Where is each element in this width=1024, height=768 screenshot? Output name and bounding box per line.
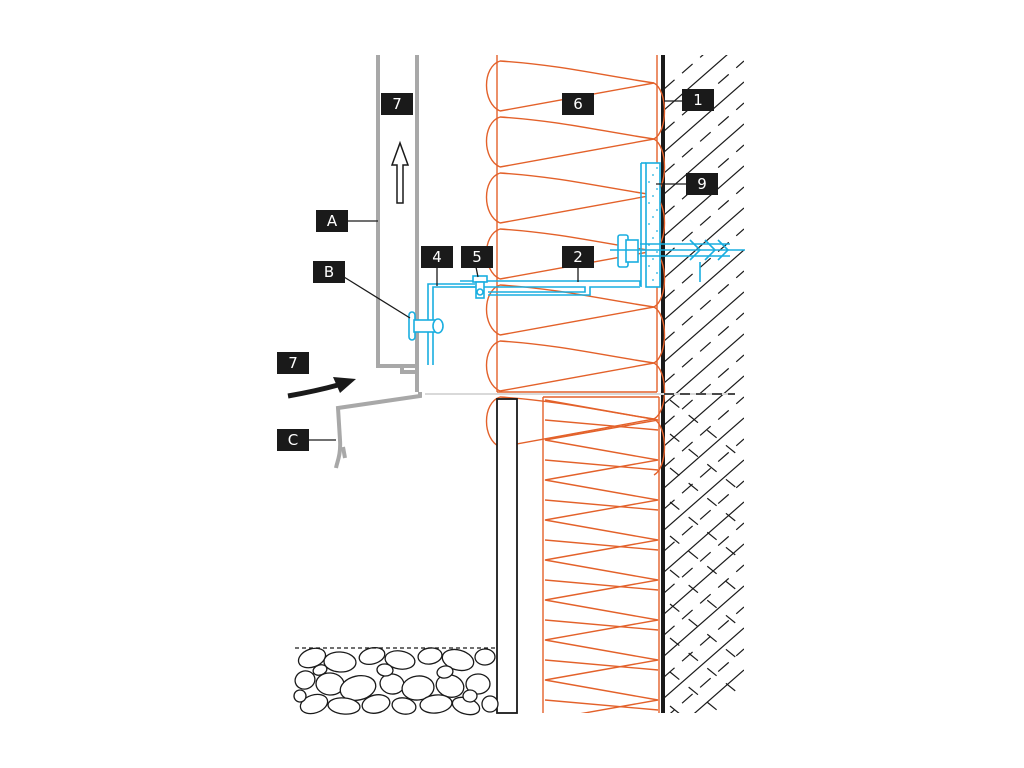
svg-text:7: 7 [392,95,402,113]
label-a: A [316,210,348,232]
svg-text:B: B [324,263,334,281]
cladding-profile-a [376,55,419,392]
svg-text:5: 5 [472,248,482,266]
drip-profile-c-hook [341,446,347,459]
thermal-pad-9 [645,162,661,288]
label-c: C [277,429,309,451]
airflow-arrow-in-head [333,377,356,393]
bracket-assembly [408,162,745,365]
label-6: 6 [562,93,594,115]
svg-text:A: A [327,212,338,230]
svg-text:9: 9 [697,175,707,193]
lower-insulation [542,396,660,713]
label-7-top: 7 [381,93,413,115]
svg-text:4: 4 [432,248,442,266]
connector-screw-5 [472,275,488,283]
label-7-side: 7 [277,352,309,374]
svg-text:6: 6 [573,95,583,113]
plinth-board [496,398,518,714]
svg-text:7: 7 [288,354,298,372]
label-2: 2 [562,246,594,268]
svg-text:1: 1 [693,91,703,109]
airflow-arrow-in [287,382,339,399]
drip-profile-c [334,392,422,469]
label-b: B [313,261,345,283]
masonry-wall [664,55,744,713]
svg-text:C: C [288,431,298,449]
label-5: 5 [461,246,493,268]
gravel-bed [293,646,499,716]
svg-text:2: 2 [573,248,583,266]
airflow-arrow-up [390,140,410,204]
label-9: 9 [686,173,718,195]
label-1: 1 [682,89,714,111]
label-4: 4 [421,246,453,268]
leader-lines [309,100,686,441]
